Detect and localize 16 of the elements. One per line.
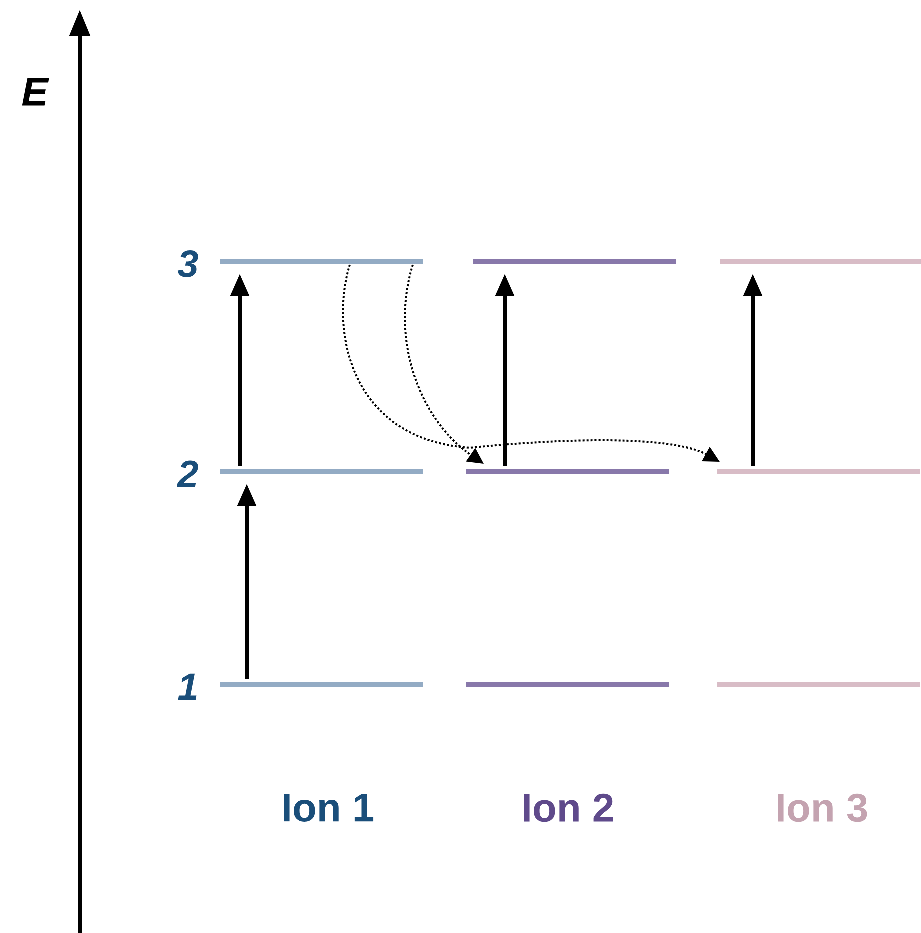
energy-level-bar — [474, 260, 676, 264]
ion-label: Ion 2 — [524, 794, 614, 822]
energy-level-bar — [466, 470, 670, 474]
ion-label: Ion 3 — [778, 794, 868, 822]
axis-label: E — [22, 78, 50, 106]
energy-level-bar — [220, 682, 424, 688]
energy-level-bar — [720, 260, 921, 264]
energy-level-bar — [718, 470, 920, 474]
energy-level-bar — [718, 682, 920, 688]
level-number: 2 — [177, 460, 198, 488]
energy-level-bar — [220, 470, 424, 474]
level-number: 1 — [178, 674, 197, 700]
ion-label: Ion 1 — [284, 794, 374, 822]
level-number: 3 — [178, 250, 198, 278]
energy-level-bar — [220, 260, 424, 264]
energy-level-bar — [466, 682, 670, 688]
